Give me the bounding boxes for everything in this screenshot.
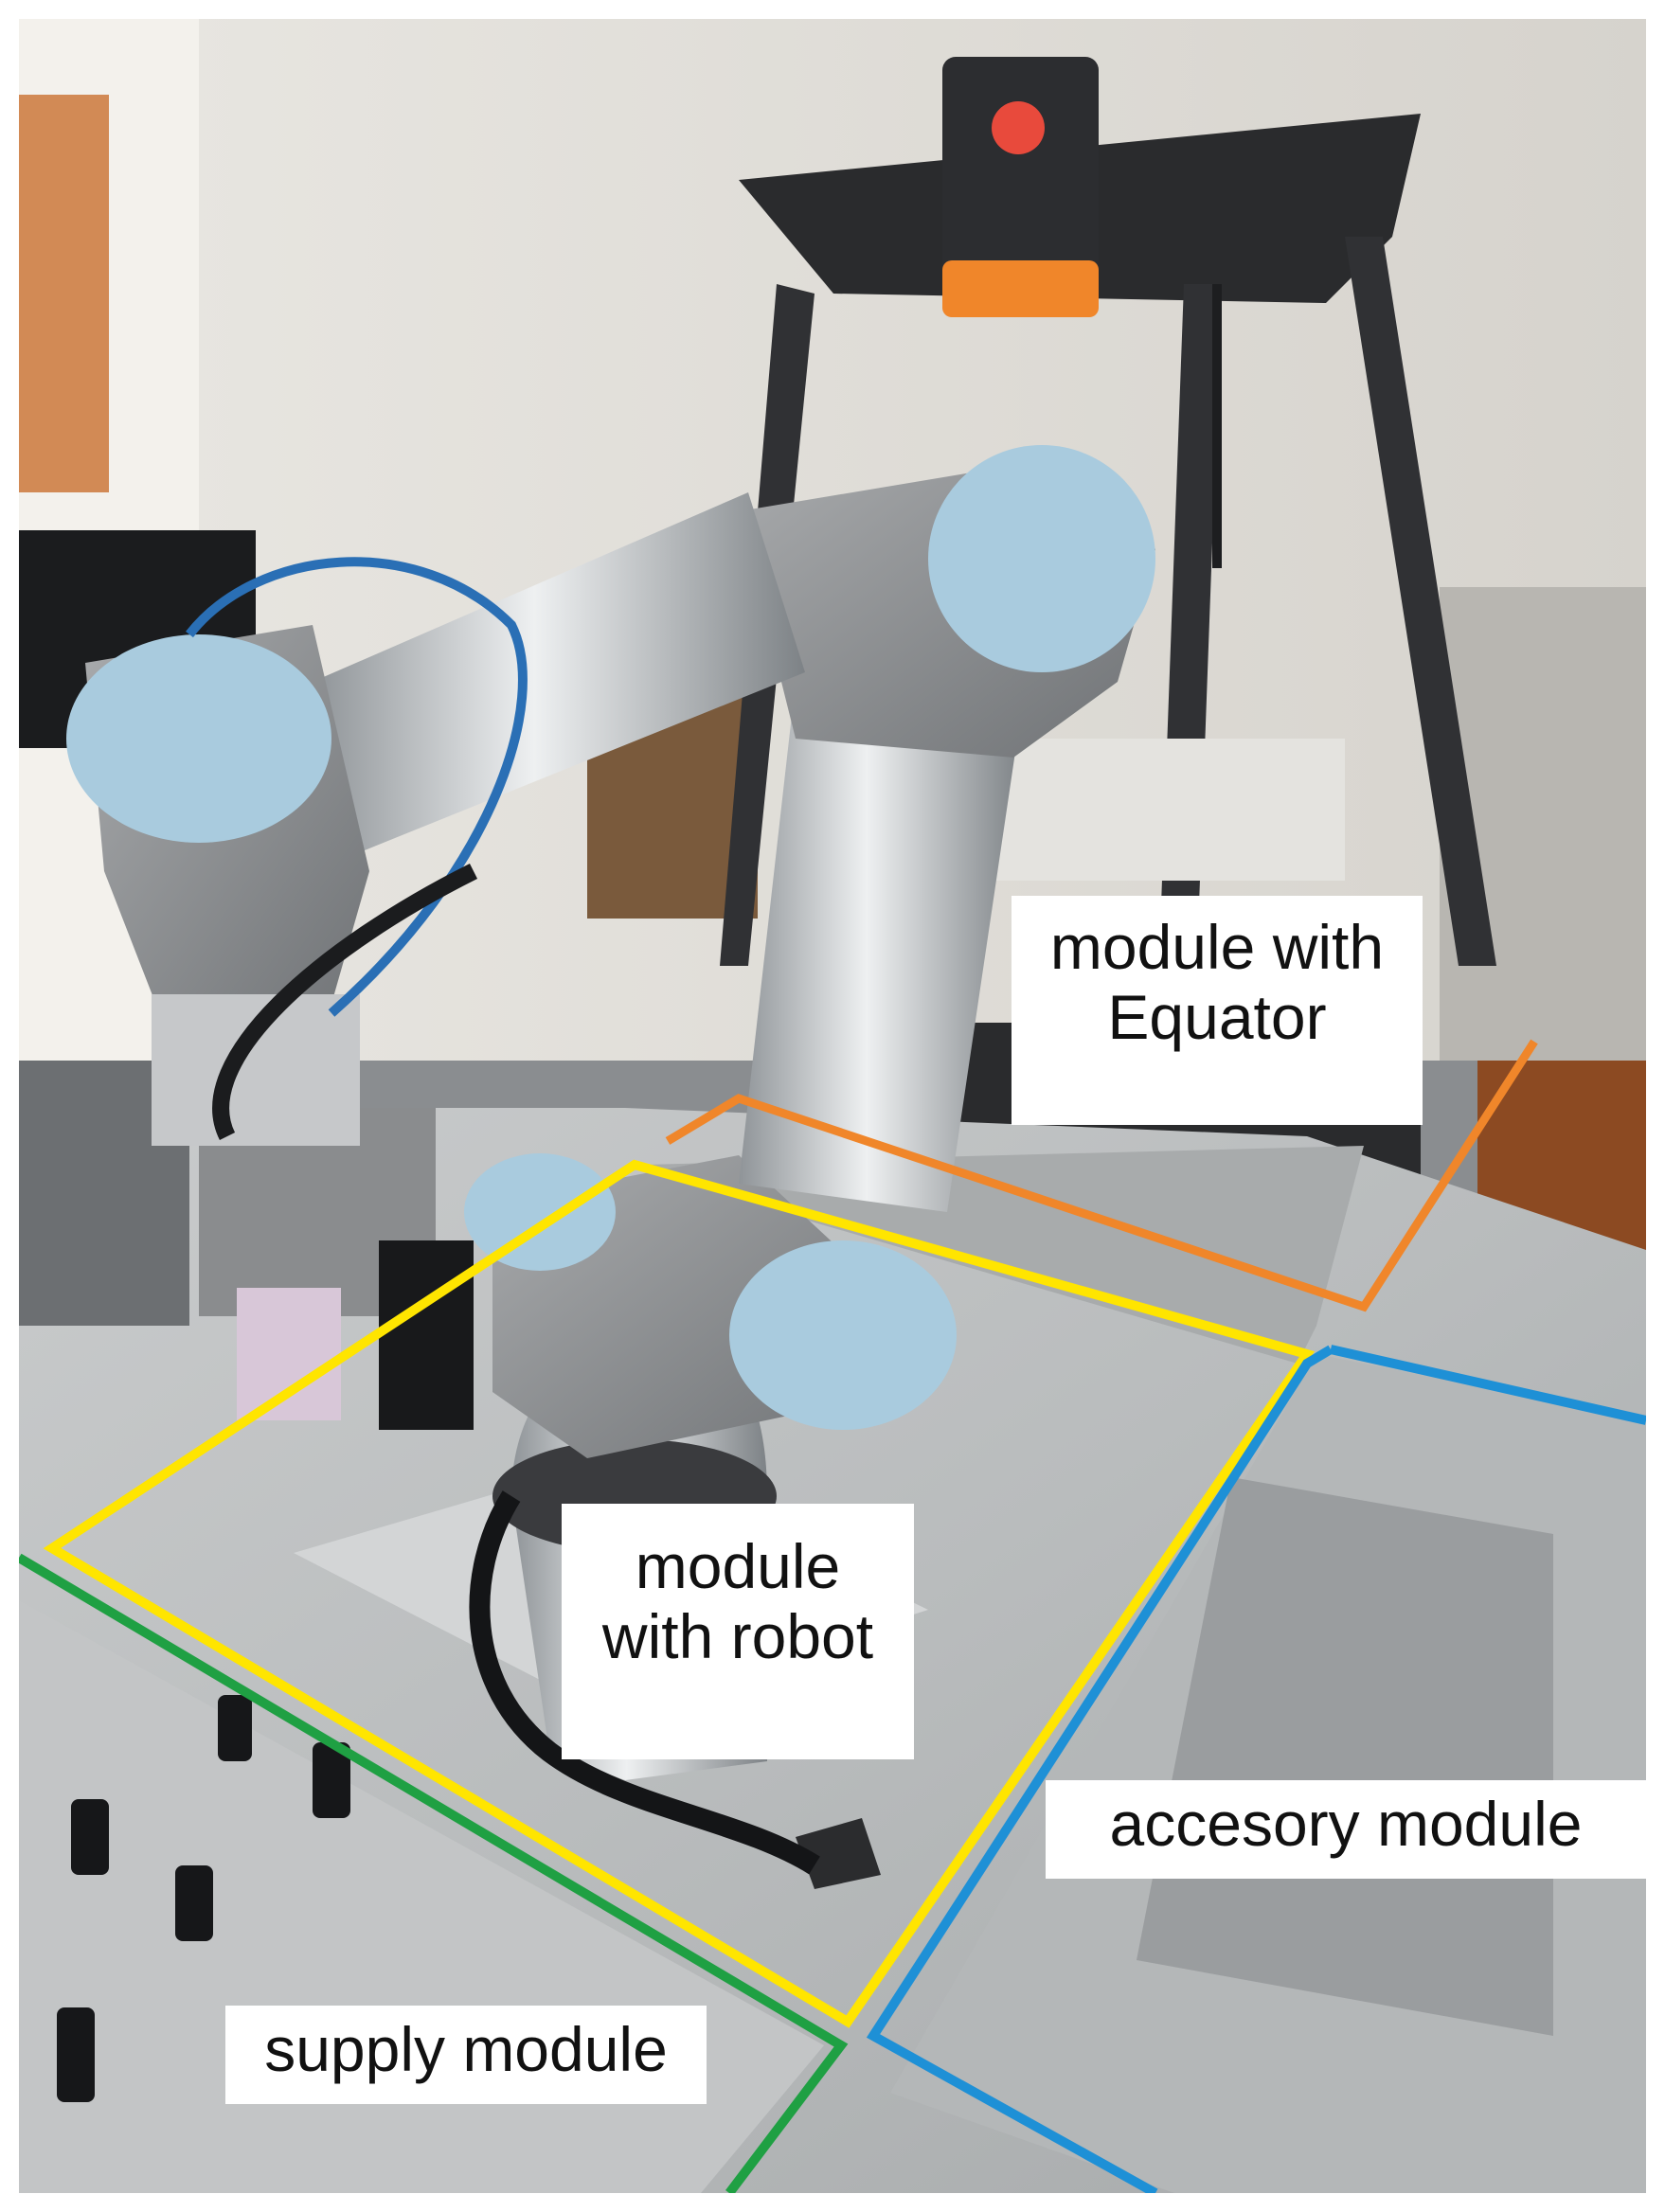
equator-sticker <box>992 101 1045 154</box>
equator-module-label: module with Equator <box>1012 896 1423 1125</box>
supply-peg <box>175 1865 213 1941</box>
supply-peg <box>71 1799 109 1875</box>
gripper-jaw <box>379 1240 474 1430</box>
robot-joint-cap <box>464 1153 616 1271</box>
supply-peg <box>218 1695 252 1761</box>
robot-joint-cap <box>928 445 1155 672</box>
supply-peg <box>313 1742 350 1818</box>
equator-leg <box>1345 237 1496 966</box>
accessory-label-text: accesory module <box>1109 1789 1583 1859</box>
photo-scene <box>19 19 1646 2193</box>
gripper-pad <box>237 1288 341 1420</box>
equator-probe <box>1212 284 1222 568</box>
robot-label-line1: module <box>635 1531 841 1601</box>
robot-upper-arm <box>313 492 805 852</box>
accessory-module-outline <box>866 1345 1334 2193</box>
equator-plate <box>644 1146 1364 1364</box>
door-poster <box>19 95 109 492</box>
equator-table <box>985 739 1345 881</box>
supply-peg <box>57 2007 95 2102</box>
equator-head <box>942 57 1099 312</box>
equator-orange-cap <box>942 260 1099 317</box>
accessory-module-label: accesory module <box>1046 1780 1646 1879</box>
supply-module-label: supply module <box>225 2006 707 2104</box>
robot-joint-cap <box>66 634 331 843</box>
robot-label-line2: with robot <box>601 1600 874 1671</box>
supply-module-outline <box>19 1553 849 2193</box>
robot-cable <box>469 1490 820 1875</box>
supply-label-text: supply module <box>264 2014 668 2084</box>
equator-label-line2: Equator <box>1107 981 1327 1052</box>
equator-module-outline <box>665 1039 1538 1312</box>
robot-module-label: module with robot <box>562 1504 914 1759</box>
cable-port <box>796 1818 881 1889</box>
robot-forearm <box>739 682 1023 1212</box>
robot-joint-cap <box>729 1240 957 1430</box>
equator-label-line1: module with <box>1049 912 1385 982</box>
robot-module-outline <box>43 1159 1316 2028</box>
accessory-panel <box>1137 1477 1553 2036</box>
workcell-photo: module with Equator module with robot ac… <box>19 19 1646 2193</box>
accessory-module-outline <box>1329 1345 1646 1425</box>
cable-sleeve <box>212 863 478 1141</box>
